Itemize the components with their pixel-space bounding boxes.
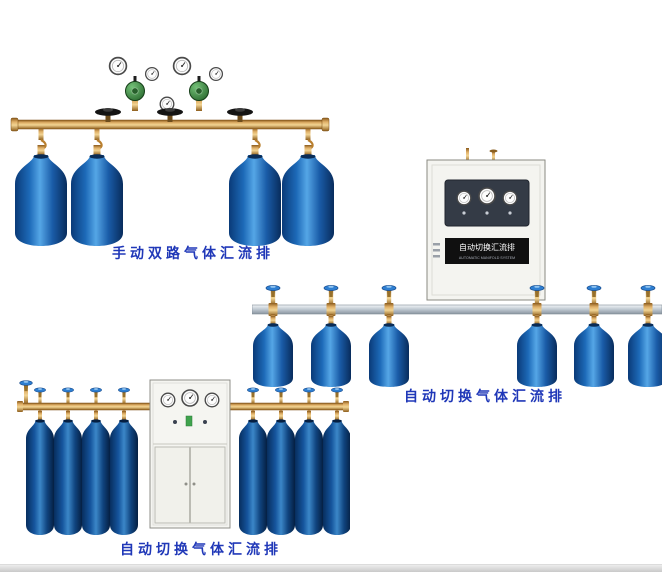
gas-cylinder [15, 145, 67, 246]
cabinet-door-right [190, 446, 226, 524]
gas-cylinder [71, 145, 123, 246]
gas-cylinder [295, 411, 323, 535]
valve-handwheel [265, 284, 281, 298]
gas-cylinder [517, 316, 557, 387]
pressure-gauge [181, 389, 199, 407]
valve-handwheel [330, 387, 344, 398]
pipe-end-cap [17, 401, 23, 412]
pressure-gauge [172, 56, 192, 76]
cylinder-valves [34, 387, 344, 404]
pipe-end-cap [321, 117, 330, 132]
manifold-pipe-right [229, 402, 347, 411]
valve-handwheel [274, 387, 288, 398]
valve-handwheel [34, 387, 46, 398]
pipe-couplings [268, 303, 653, 316]
gas-cylinder [369, 316, 409, 387]
indicator-light [462, 211, 466, 215]
auto-switch-floor-illustration [17, 379, 350, 535]
control-cabinet: 自动切换汇流排 AUTOMATIC MANIFOLD SYSTEM [426, 148, 546, 301]
valve-handwheel [640, 284, 656, 298]
manifold-pipe-left [18, 402, 151, 411]
gas-cylinder [574, 316, 614, 387]
pipe-end-cap [10, 117, 19, 132]
control-knob [203, 420, 207, 424]
gas-cylinder [628, 316, 662, 387]
flowmeter [185, 415, 193, 427]
valve-handwheel [586, 284, 602, 298]
product-manual-dual-manifold [5, 5, 335, 247]
control-cabinet [149, 379, 231, 529]
inlet-riser [24, 385, 28, 404]
pressure-regulator [189, 75, 209, 112]
indicator-light [485, 211, 489, 215]
valve-handwheel [118, 387, 131, 398]
valve-handwheel [323, 284, 339, 298]
pressure-gauge [456, 190, 472, 206]
manual-dual-manifold-illustration [10, 12, 334, 246]
product-auto-switch-wall: 自动切换汇流排 AUTOMATIC MANIFOLD SYSTEM [252, 148, 662, 388]
vent-slot [433, 255, 440, 258]
pressure-gauge [160, 392, 176, 408]
pressure-gauge [208, 66, 224, 82]
indicator-light [508, 211, 512, 215]
pipe-end-cap [343, 401, 349, 412]
gas-cylinder [110, 411, 138, 535]
cylinder-connections [38, 128, 314, 151]
valve-handwheel [246, 387, 260, 398]
door-knob [192, 482, 196, 486]
gas-cylinder [267, 411, 295, 535]
door-knob [184, 482, 188, 486]
nameplate-subtitle: AUTOMATIC MANIFOLD SYSTEM [459, 256, 515, 260]
valve-handwheel [90, 387, 102, 398]
valve-handwheel [381, 284, 397, 298]
control-knob [173, 420, 177, 424]
valve-handwheel [62, 387, 74, 398]
pressure-gauge [144, 66, 160, 82]
product-auto-switch-floor [15, 376, 350, 548]
caption-auto-switch-wall: 自动切换气体汇流排 [404, 388, 566, 404]
pressure-gauge [478, 187, 496, 205]
pressure-gauge [502, 190, 518, 206]
auto-switch-wall-illustration: 自动切换汇流排 AUTOMATIC MANIFOLD SYSTEM [252, 148, 662, 387]
vent-slot [433, 243, 440, 246]
cabinet-top-pipe [466, 148, 469, 162]
nameplate [445, 238, 529, 264]
gas-cylinder [26, 411, 54, 535]
pressure-regulator [125, 75, 145, 112]
caption-auto-switch-floor: 自动切换气体汇流排 [120, 541, 282, 557]
cylinder-valves [265, 284, 656, 305]
bottom-divider [0, 564, 662, 572]
nameplate-title: 自动切换汇流排 [459, 242, 515, 252]
cabinet-top-valve [492, 151, 495, 162]
caption-manual-dual-manifold: 手动双路气体汇流排 [112, 245, 274, 261]
cabinet-inner-frame [152, 382, 228, 526]
pressure-gauge [108, 56, 128, 76]
gas-cylinder [54, 411, 82, 535]
cabinet-inner-frame [431, 164, 541, 296]
gas-cylinder [239, 411, 267, 535]
valve-handwheel [302, 387, 316, 398]
gas-cylinder [82, 411, 110, 535]
valve-knob [489, 149, 498, 153]
vent-slot [433, 249, 440, 252]
pressure-gauge [204, 392, 220, 408]
valve-handwheel [19, 380, 33, 392]
gas-cylinder [323, 411, 350, 535]
manifold-pipe [252, 304, 662, 315]
cabinet-door-left [154, 446, 190, 524]
